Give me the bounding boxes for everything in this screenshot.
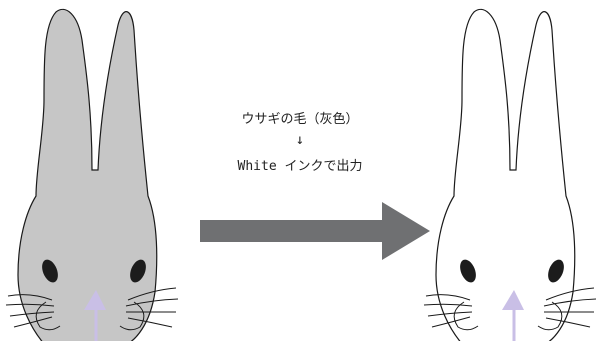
caption-down-arrow: ↓ xyxy=(295,132,305,148)
caption-fur-gray: ウサギの毛（灰色） xyxy=(241,112,359,127)
left-whiskers xyxy=(423,294,479,331)
left-eye xyxy=(42,259,58,283)
right-eye xyxy=(548,259,564,283)
right-eye xyxy=(130,259,146,283)
left-eye xyxy=(460,259,476,283)
left-whiskers xyxy=(5,294,61,331)
right-arrow-icon xyxy=(200,202,430,260)
white-rabbit-icon xyxy=(423,8,596,341)
caption-white-ink: White インクで出力 xyxy=(237,159,363,174)
right-whiskers xyxy=(119,287,178,331)
nose xyxy=(84,290,106,310)
right-whiskers xyxy=(537,287,596,331)
gray-rabbit-icon xyxy=(5,8,178,341)
nose xyxy=(502,290,524,310)
rabbit-body xyxy=(17,8,158,341)
rabbit-body xyxy=(435,8,576,341)
